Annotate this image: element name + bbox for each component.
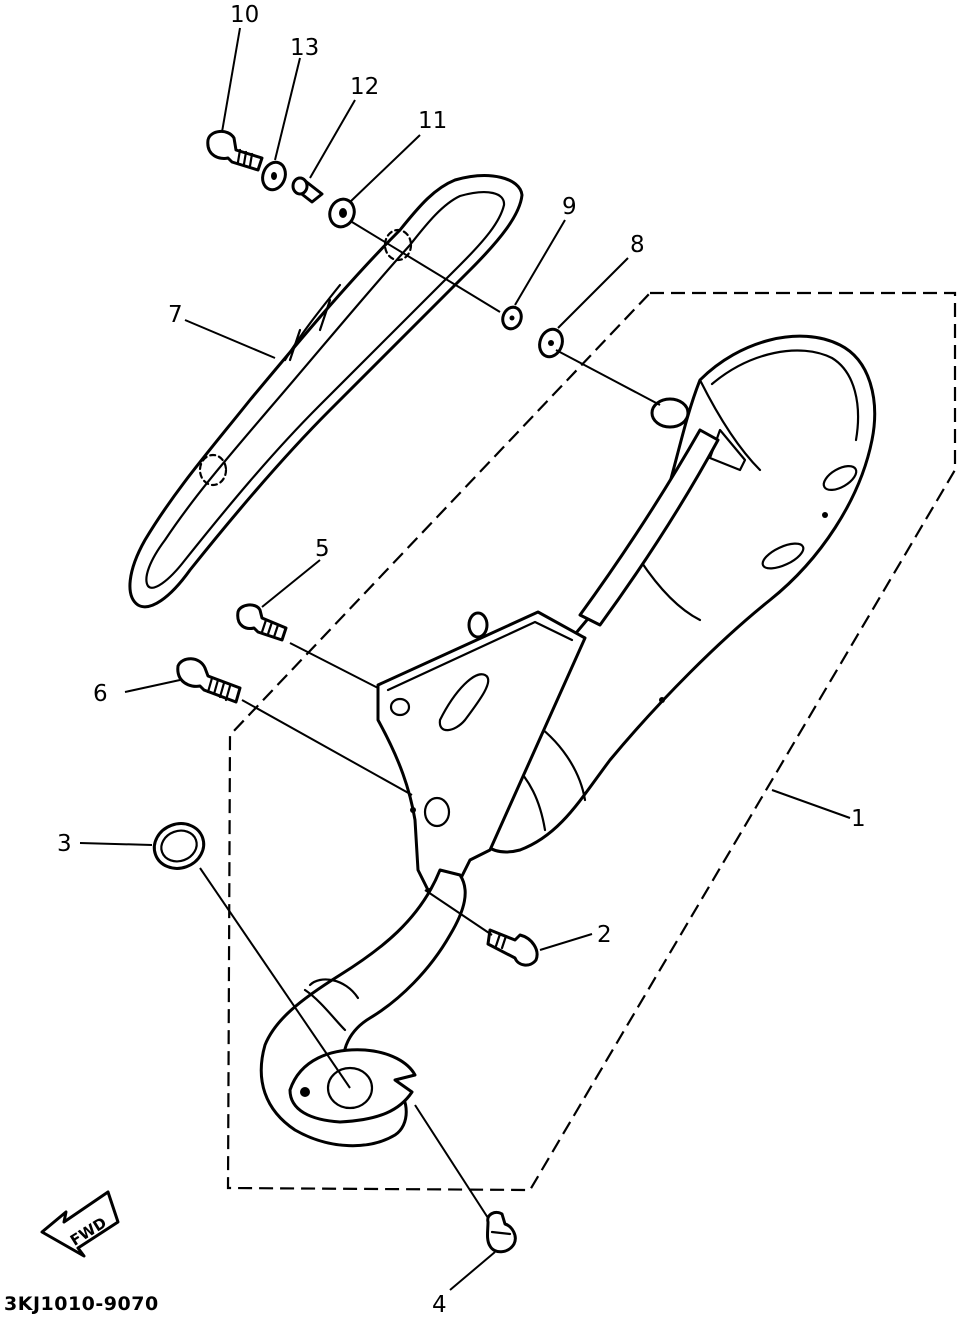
callout-10: 10 (230, 2, 259, 28)
callout-13: 13 (290, 35, 319, 61)
screw-2 (486, 928, 539, 967)
assembly-boundary (226, 291, 957, 1192)
callout-9: 9 (562, 194, 577, 220)
callout-11: 11 (418, 108, 447, 134)
bolt-6 (176, 657, 242, 704)
muffler-assembly (259, 334, 877, 1148)
collar-12 (291, 176, 324, 204)
bolt-10 (206, 130, 264, 172)
forward-direction-arrow: FWD (40, 1190, 120, 1258)
washer-9 (501, 305, 523, 331)
gasket-3 (152, 822, 206, 870)
callout-6: 6 (93, 681, 108, 707)
grommet-8 (538, 327, 564, 359)
callout-2: 2 (597, 922, 612, 948)
bolt-5 (236, 603, 288, 642)
callout-7: 7 (168, 302, 183, 328)
callout-8: 8 (630, 232, 645, 258)
leader-lines (79, 27, 851, 1291)
washer-13 (261, 160, 287, 192)
nut-4 (486, 1210, 517, 1254)
callout-4: 4 (432, 1292, 447, 1318)
callout-3: 3 (57, 831, 72, 857)
diagram-code: 3KJ1010-9070 (4, 1293, 159, 1315)
callout-12: 12 (350, 74, 379, 100)
callout-5: 5 (315, 536, 330, 562)
heat-protector (128, 174, 524, 609)
callout-1: 1 (851, 806, 866, 832)
grommet-11 (328, 197, 356, 229)
